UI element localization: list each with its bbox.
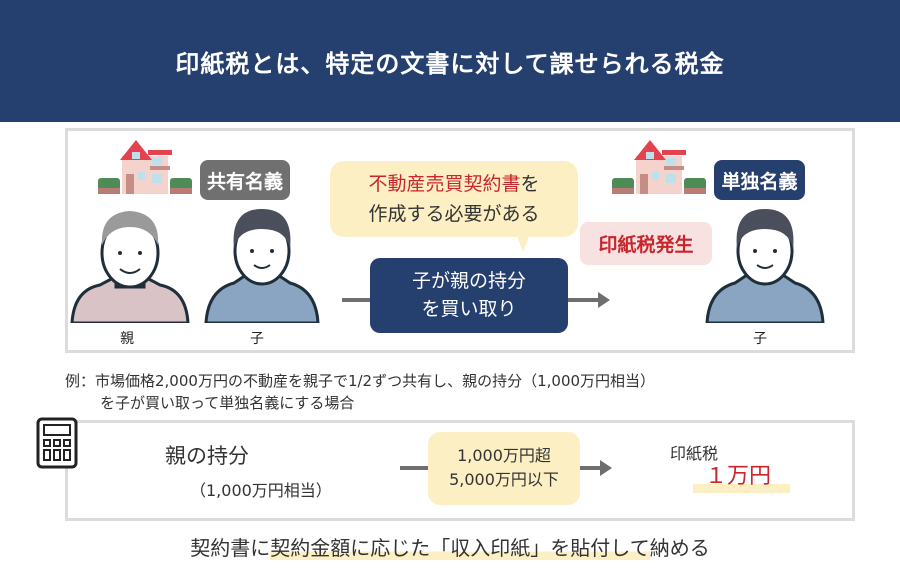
range-text: 5,000万円以下 [449,470,559,489]
footer-highlight: 契約金額に応じた「収入印紙」を貼付して [270,536,650,560]
purchase-action-box: 子が親の持分 を買い取り [370,258,568,333]
footer-text: 契約書に [190,536,271,560]
bubble-tail [517,236,529,252]
footer-note: 契約書に契約金額に応じた「収入印紙」を貼付して納める [0,532,900,561]
contract-speech-bubble: 不動産売買契約書を 作成する必要がある [330,161,578,237]
price-range-box: 1,000万円超 5,000万円以下 [428,432,580,505]
child-label-right: 子 [753,331,767,347]
action-text: を買い取り [421,298,517,320]
example-text: 例：市場価格2,000万円の不動産を親子で1/2ずつ共有し、親の持分（1,000… [65,370,655,414]
footer-text: 納める [649,536,710,560]
sole-ownership-badge: 単独名義 [714,160,805,200]
parent-avatar [70,211,190,323]
header-banner: 印紙税とは、特定の文書に対して課せられる税金 [0,0,900,122]
stamp-tax-label: 印紙税 [670,444,719,463]
calculator-icon [36,417,78,469]
bubble-text: を [520,173,540,195]
parent-label: 親 [120,331,134,347]
arrow-line [400,466,430,470]
parent-share-title: 親の持分 [165,444,249,468]
arrow-line [342,298,372,302]
page-title: 印紙税とは、特定の文書に対して課せられる税金 [175,49,725,78]
example-line: 例：市場価格2,000万円の不動産を親子で1/2ずつ共有し、親の持分（1,000… [65,372,656,390]
joint-ownership-badge: 共有名義 [200,160,290,200]
arrow-right-icon [598,292,610,308]
child-label: 子 [250,331,264,347]
parent-share-value: （1,000万円相当） [190,481,332,500]
house-icon [98,140,192,194]
arrow-right-icon [600,460,612,476]
child-avatar-right [705,209,825,323]
range-text: 1,000万円超 [457,446,551,465]
action-text: 子が親の持分 [411,270,526,292]
contract-name: 不動産売買契約書 [368,173,521,195]
house-icon [612,140,706,194]
arrow-line [580,466,602,470]
example-line: を子が買い取って単独名義にする場合 [100,394,355,412]
child-avatar [204,209,320,323]
stamp-tax-incurred-badge: 印紙税発生 [580,222,712,265]
highlight-bar [693,484,790,493]
arrow-line [568,298,600,302]
bubble-text: 作成する必要がある [368,203,540,225]
stamp-tax-amount: １万円 [705,464,772,489]
